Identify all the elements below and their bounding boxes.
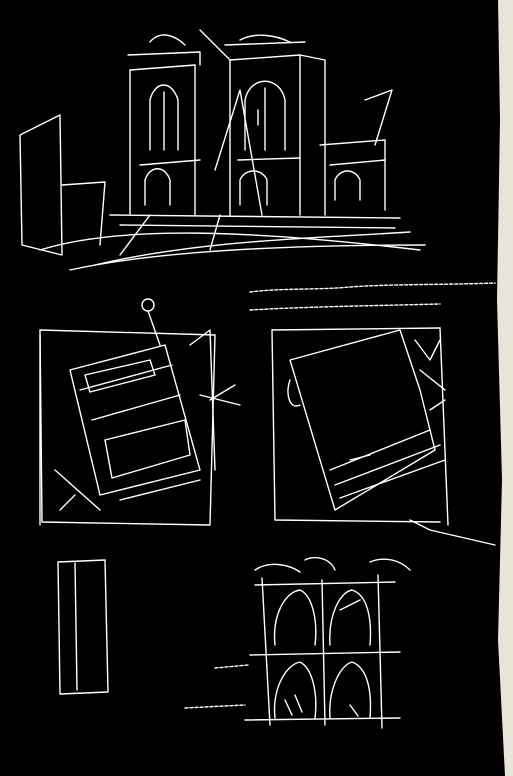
gothic-window-sketch [184,557,411,729]
tall-rectangle-sketch [57,559,109,695]
shop-window-sketch [39,298,241,526]
scribble-note-top [249,282,496,311]
paper-edge [497,0,513,776]
angled-panel-sketch [271,327,496,546]
cathedral-sketch [19,29,426,271]
